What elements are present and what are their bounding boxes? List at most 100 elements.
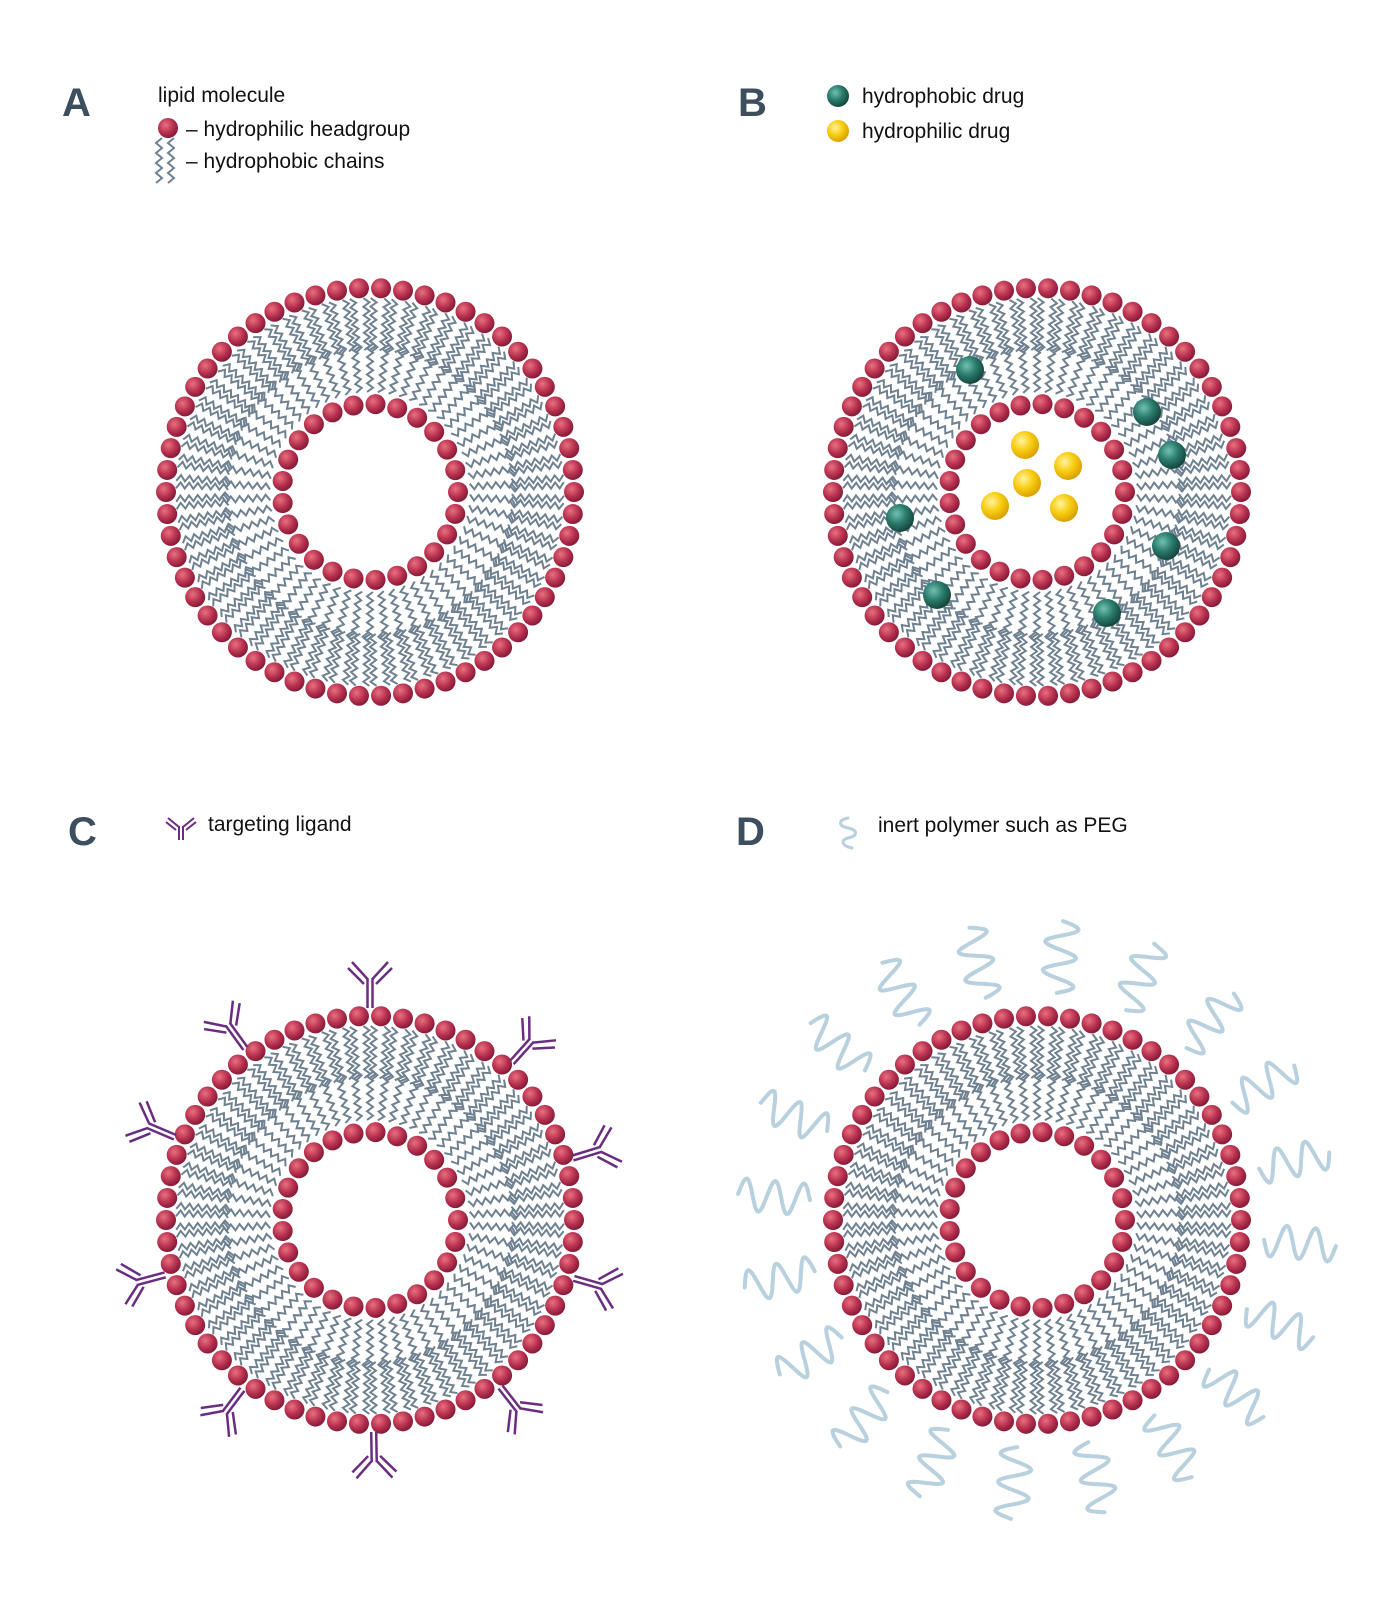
lipid-chain xyxy=(1089,619,1099,630)
lipid-chain xyxy=(1124,1329,1160,1372)
lipid-chain xyxy=(409,1353,432,1406)
lipid-chain xyxy=(178,1181,231,1198)
inner-headgroup xyxy=(387,1293,408,1314)
lipid-chain xyxy=(897,1158,909,1168)
hydrophobic-drug xyxy=(886,504,914,532)
lipid-chain xyxy=(301,1037,326,1088)
liposome-a xyxy=(156,278,584,706)
outer-headgroup xyxy=(1122,1029,1143,1050)
lipid-chain xyxy=(1015,632,1029,687)
lipid-chain xyxy=(847,1168,900,1188)
lipid-chain xyxy=(399,628,419,681)
lipid-chain xyxy=(474,361,516,399)
outer-headgroup xyxy=(553,547,574,568)
lipid-chain xyxy=(1177,508,1231,524)
lipid-chain xyxy=(429,1084,439,1095)
lipid-chain xyxy=(1167,1165,1178,1175)
lipid-chain xyxy=(1176,1242,1229,1259)
lipid-chain xyxy=(1123,1148,1170,1176)
inner-headgroup xyxy=(1010,568,1031,589)
inner-headgroup xyxy=(1054,1126,1075,1147)
lipid-chain xyxy=(265,612,298,659)
outer-headgroup xyxy=(912,1041,933,1062)
lipid-chain xyxy=(461,434,510,458)
lipid-chain xyxy=(354,1069,364,1082)
lipid-chain xyxy=(499,1141,549,1168)
lipid-chain xyxy=(949,1348,978,1397)
lipid-chain xyxy=(338,1072,348,1084)
lipid-chain xyxy=(956,622,983,672)
outer-headgroup xyxy=(559,1253,580,1274)
lipid-chain xyxy=(219,1203,232,1212)
lipid-chain xyxy=(256,1119,266,1129)
inner-headgroup xyxy=(407,1135,428,1156)
outer-headgroup xyxy=(1212,1295,1233,1316)
outer-headgroup xyxy=(264,662,285,683)
inner-headgroup xyxy=(407,1284,428,1305)
lipid-chain xyxy=(225,1243,276,1263)
lipid-chain xyxy=(862,402,910,431)
lipid-chain xyxy=(387,1316,406,1366)
lipid-chain xyxy=(898,353,938,394)
inner-headgroup xyxy=(955,1158,976,1179)
lipid-chain xyxy=(195,1130,243,1159)
outer-headgroup xyxy=(1141,313,1162,334)
lipid-chain xyxy=(1001,1074,1020,1124)
lipid-chain xyxy=(896,1265,907,1275)
lipid-chain xyxy=(474,1311,484,1321)
inner-headgroup xyxy=(1112,503,1133,524)
outer-headgroup xyxy=(166,1275,187,1296)
outer-headgroup xyxy=(156,1210,176,1230)
inner-headgroup xyxy=(1032,569,1053,590)
lipid-chain xyxy=(1089,1347,1099,1358)
lipid-chain xyxy=(175,1208,229,1220)
outer-headgroup xyxy=(245,650,266,671)
lipid-chain xyxy=(844,1236,898,1252)
lipid-chain xyxy=(368,633,379,687)
lipid-chain xyxy=(1050,1359,1066,1413)
lipid-chain xyxy=(509,1212,521,1222)
targeting-ligand xyxy=(571,1124,623,1169)
peg-polymer xyxy=(1257,1139,1332,1185)
lipid-chain xyxy=(499,413,549,440)
lipid-chain xyxy=(394,1028,412,1082)
peg-polymer xyxy=(1072,1440,1118,1515)
outer-headgroup xyxy=(348,1413,369,1434)
lipid-chain xyxy=(847,440,900,460)
lipid-chain xyxy=(510,1226,565,1239)
lipid-chain xyxy=(451,333,486,377)
inner-headgroup xyxy=(1112,1188,1133,1209)
outer-headgroup xyxy=(562,504,583,525)
lipid-chain xyxy=(498,1272,510,1282)
lipid-chain xyxy=(942,1329,952,1339)
lipid-chain xyxy=(289,622,316,672)
outer-headgroup xyxy=(894,1365,915,1386)
lipid-chain xyxy=(498,544,510,554)
outer-headgroup xyxy=(559,1166,580,1187)
inner-headgroup xyxy=(1054,1293,1075,1314)
lipid-chain xyxy=(480,579,523,616)
lipid-chain xyxy=(892,1243,943,1263)
lipid-chain xyxy=(1122,1101,1132,1111)
lipid-chain xyxy=(504,1161,556,1183)
lipid-chain xyxy=(244,565,254,576)
lipid-chain xyxy=(886,490,898,500)
outer-headgroup xyxy=(1220,1144,1241,1165)
outer-headgroup xyxy=(1141,650,1162,671)
lipid-chain xyxy=(1076,1033,1099,1085)
lipid-chain xyxy=(456,1148,503,1176)
lipid-chain xyxy=(1136,1318,1176,1359)
lipid-chain xyxy=(887,1308,930,1346)
outer-headgroup xyxy=(264,301,285,322)
lipid-chain xyxy=(995,1029,1013,1082)
lipid-chain xyxy=(270,324,302,371)
lipid-chain xyxy=(845,453,898,470)
lipid-chain xyxy=(506,1168,559,1189)
lipid-chain xyxy=(455,373,465,383)
outer-headgroup xyxy=(1060,280,1081,301)
lipid-chain xyxy=(954,610,964,621)
lipid-chain xyxy=(1066,1030,1086,1083)
outer-headgroup xyxy=(284,1399,305,1420)
lipid-chain xyxy=(414,624,439,675)
lipid-chain xyxy=(1175,1228,1188,1237)
